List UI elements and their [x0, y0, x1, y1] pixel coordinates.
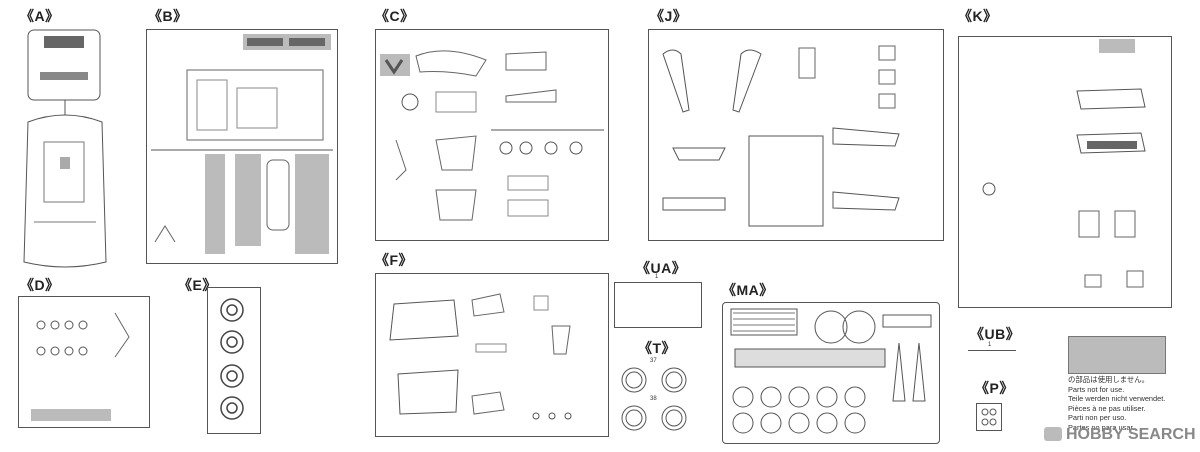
sprue-label-b: 《B》: [148, 8, 188, 24]
unused-parts-swatch: [1068, 336, 1166, 374]
t-number-38: 38: [650, 396, 657, 402]
sprue-frame-c: [375, 29, 609, 241]
sprue-label-ua: 《UA》: [636, 260, 687, 276]
sprue-frame-k: [958, 36, 1172, 308]
part-a-body: [10, 22, 120, 272]
sprue-frame-p: [976, 403, 1002, 431]
sprue-label-a: 《A》: [20, 8, 60, 24]
notice-line: Parts not for use.: [1068, 384, 1125, 394]
sprue-frame-j: [648, 29, 944, 241]
sprue-frame-b: [146, 29, 338, 264]
sprue-label-e: 《E》: [178, 277, 217, 293]
sprue-label-f: 《F》: [375, 252, 414, 268]
sprue-label-ub: 《UB》: [970, 326, 1021, 342]
notice-line: Teile werden nicht verwendet.: [1068, 394, 1166, 404]
sprue-frame-d: [18, 296, 150, 428]
ua-number: 1: [655, 274, 659, 280]
sprue-label-k: 《K》: [958, 8, 998, 24]
unused-parts-notice: の部品は使用しません。 Parts not for use. Teile wer…: [1068, 375, 1165, 433]
notice-line: Parti non per uso.: [1068, 413, 1127, 423]
sprue-label-ma: 《MA》: [722, 282, 774, 298]
ub-line: [968, 350, 1016, 351]
sprue-frame-ua: [614, 282, 702, 328]
sprue-label-d: 《D》: [20, 277, 60, 293]
watermark-text: HOBBY SEARCH: [1066, 426, 1196, 443]
sprue-label-j: 《J》: [650, 8, 688, 24]
hobby-search-logo-icon: [1044, 427, 1062, 441]
sprue-frame-e: [207, 287, 261, 434]
notice-line: の部品は使用しません。: [1068, 375, 1150, 384]
sprue-frame-ma: [722, 302, 940, 444]
sprue-label-p: 《P》: [975, 380, 1014, 396]
notice-line: Pièces à ne pas utiliser.: [1068, 403, 1146, 413]
ub-number: 1: [988, 342, 992, 348]
sprue-label-t: 《T》: [638, 340, 677, 356]
sprue-label-c: 《C》: [375, 8, 415, 24]
watermark: HOBBY SEARCH: [1044, 426, 1196, 444]
t-number-37: 37: [650, 358, 657, 364]
sprue-frame-f: [375, 273, 609, 437]
part-t-tires: [616, 362, 696, 436]
notice-line: Partes no para usar.: [1068, 422, 1135, 432]
